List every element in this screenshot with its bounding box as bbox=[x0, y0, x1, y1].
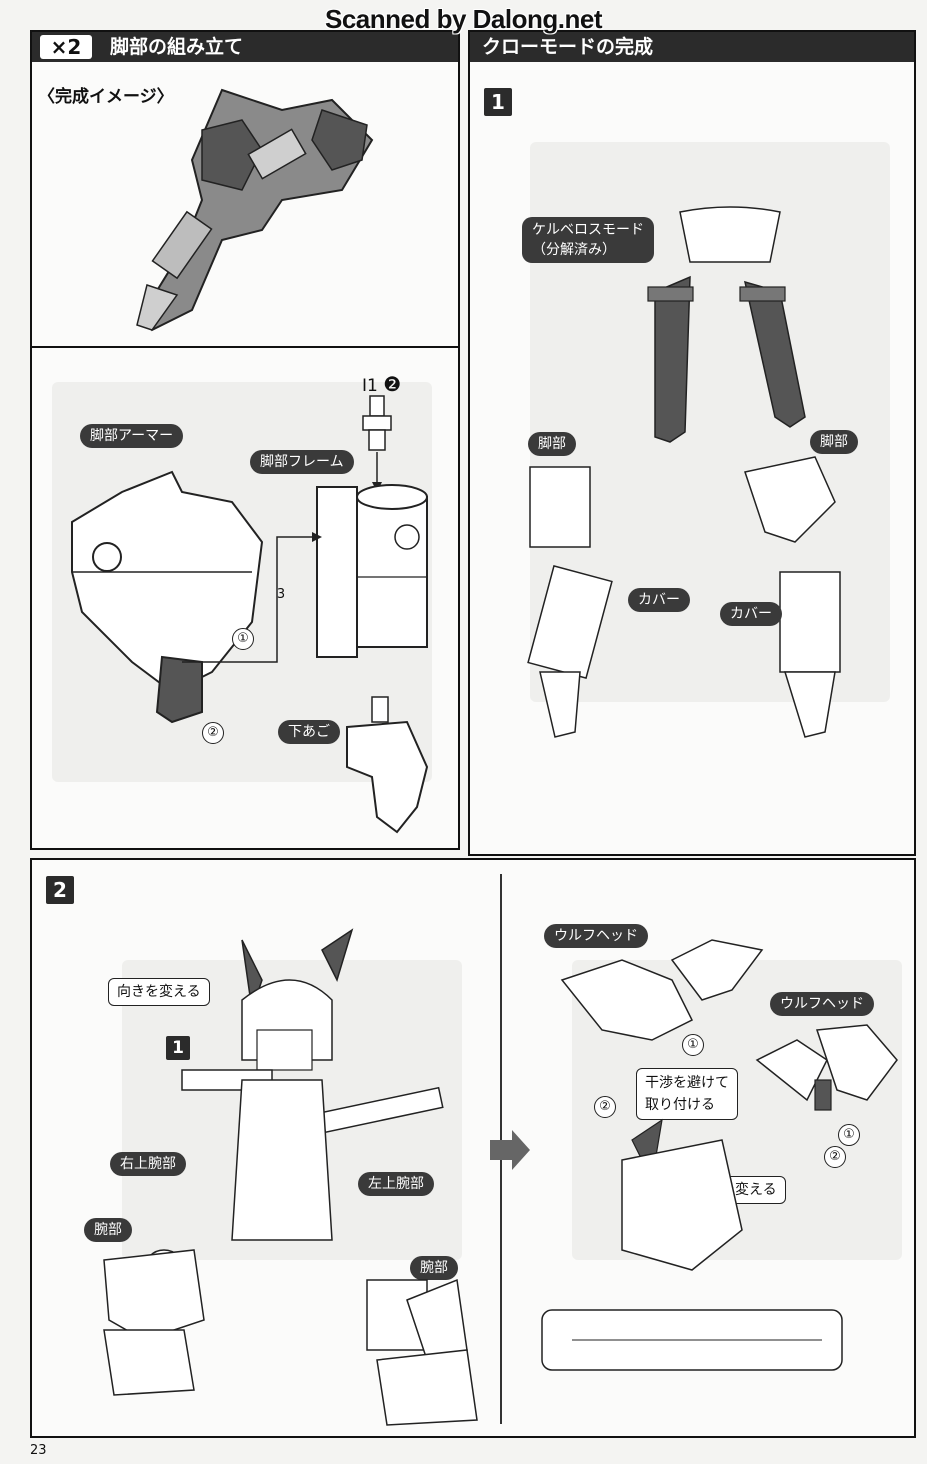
arm-part-right bbox=[366, 1278, 478, 1426]
wolf-head-part-2 bbox=[755, 1024, 898, 1111]
leg-assembly-panel: ×2 脚部の組み立て 〈完成イメージ〉 脚部アーマー 脚部フレーム I1 ❷ bbox=[30, 30, 460, 850]
part-code-label: I1 ❷ bbox=[362, 372, 401, 396]
panel-divider bbox=[32, 346, 458, 348]
cover-label-right: カバー bbox=[720, 602, 782, 626]
pin-part bbox=[362, 395, 392, 451]
next-arrow-icon bbox=[490, 1130, 530, 1170]
part-runner: ❷ bbox=[383, 372, 402, 396]
avoid-interference-callout: 干渉を避けて 取り付ける bbox=[636, 1068, 738, 1120]
cerberus-mode-text: ケルベロスモード bbox=[532, 222, 644, 238]
arm-part-left bbox=[103, 1249, 205, 1396]
arm-label-right: 腕部 bbox=[410, 1256, 458, 1280]
body-illustration bbox=[181, 928, 444, 1241]
leg-part-left bbox=[527, 466, 613, 738]
leg-frame-part bbox=[316, 484, 428, 658]
sub-step-1-number: 1 bbox=[166, 1036, 190, 1060]
leg-assembly-header: ×2 脚部の組み立て bbox=[32, 32, 458, 62]
step-1-number: 1 bbox=[484, 88, 512, 116]
assembly-connector bbox=[182, 532, 322, 663]
leg-part-right bbox=[744, 456, 841, 738]
avoid-interference-line-1: 干渉を避けて bbox=[645, 1075, 729, 1091]
leg-armor-part bbox=[71, 470, 264, 724]
cerberus-mode-label: ケルベロスモード （分解済み） bbox=[522, 217, 654, 263]
avoid-interference-line-2: 取り付ける bbox=[645, 1097, 715, 1113]
step-b1-marker: ① bbox=[838, 1124, 860, 1146]
left-upper-arm-label: 左上腕部 bbox=[358, 1172, 434, 1196]
claw-mode-header: クローモードの完成 bbox=[470, 32, 914, 62]
multiplier-badge: ×2 bbox=[40, 35, 92, 59]
change-direction-callout-top: 向きを変える bbox=[108, 978, 210, 1006]
wolf-head-part-1 bbox=[560, 939, 764, 1041]
completion-image-caption: 〈完成イメージ〉 bbox=[38, 87, 174, 107]
claw-mode-title: クローモードの完成 bbox=[482, 36, 654, 58]
arm-assembly-panel: 2 向きを変える 1 右上腕部 左上腕部 腕部 腕部 ウルフヘッド ウルフヘッド bbox=[30, 858, 916, 1438]
leg-armor-label: 脚部アーマー bbox=[80, 424, 184, 448]
arm-label-left: 腕部 bbox=[84, 1218, 132, 1242]
wolf-head-label-1: ウルフヘッド bbox=[544, 924, 648, 948]
cover-label-left: カバー bbox=[628, 588, 690, 612]
leg-label-right: 脚部 bbox=[810, 430, 858, 454]
step-b2-marker: ② bbox=[824, 1146, 846, 1168]
step-a2-marker: ② bbox=[594, 1096, 616, 1118]
right-upper-arm-label: 右上腕部 bbox=[110, 1152, 186, 1176]
wolf-head-label-2: ウルフヘッド bbox=[770, 992, 874, 1016]
claw-mode-body-illustration bbox=[541, 1118, 843, 1371]
leg-label-left: 脚部 bbox=[528, 432, 576, 456]
step-2-number: 2 bbox=[46, 876, 74, 904]
watermark: Scanned by Dalong.net bbox=[325, 4, 603, 34]
leg-assembly-title: 脚部の組み立て bbox=[110, 36, 244, 58]
step-a1-marker: ① bbox=[682, 1034, 704, 1056]
cerberus-legs bbox=[647, 206, 806, 443]
claw-mode-panel: クローモードの完成 1 ケルベロスモード （分解済み） 脚部 脚部 カバー カバ… bbox=[468, 30, 916, 856]
disassembled-text: （分解済み） bbox=[532, 242, 616, 258]
step-2-marker: ② bbox=[202, 722, 224, 744]
step-3-marker: 3 bbox=[276, 587, 286, 602]
page-number: 23 bbox=[30, 1443, 47, 1458]
part-code: I1 bbox=[362, 376, 378, 396]
leg-frame-label: 脚部フレーム bbox=[250, 450, 354, 474]
step-1-marker: ① bbox=[232, 628, 254, 650]
lower-jaw-part bbox=[346, 696, 429, 834]
lower-jaw-label: 下あご bbox=[278, 720, 340, 744]
completed-leg-illustration bbox=[136, 88, 374, 332]
